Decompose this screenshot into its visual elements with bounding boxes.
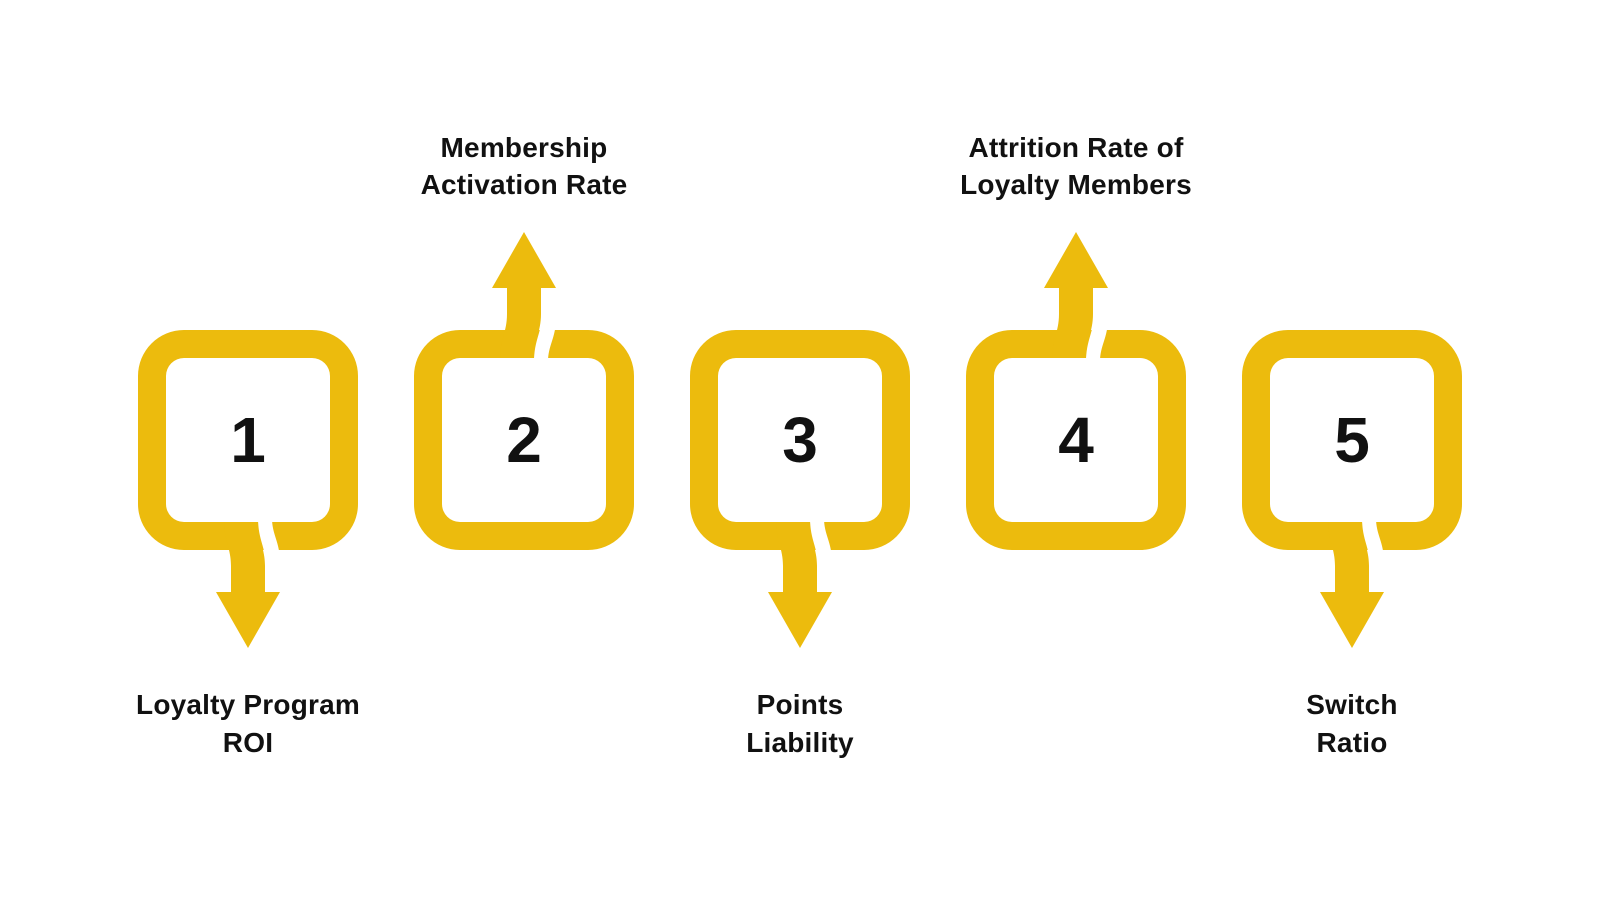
step-2-label: Membership Activation Rate	[364, 100, 684, 230]
step-unit-2: Membership Activation Rate 2	[414, 100, 634, 761]
notch-gap	[1086, 304, 1108, 362]
step-3-top-label-empty	[640, 100, 960, 230]
rounded-frame	[414, 330, 634, 550]
steps-row: 1 Loyalty Program ROI Membership Activat…	[0, 100, 1600, 761]
step-label-line: ROI	[222, 726, 274, 758]
step-label-line: Attrition Rate of	[968, 131, 1184, 163]
step-4-label: Attrition Rate of Loyalty Members	[916, 100, 1236, 230]
step-1-label: Loyalty Program ROI	[88, 686, 408, 761]
arrow-down-icon	[1320, 522, 1384, 648]
step-1-top-label-empty	[88, 100, 408, 230]
rounded-frame	[690, 330, 910, 550]
step-1-frame-arrow-down-graphic	[138, 330, 358, 648]
step-label-line: Loyalty Program	[136, 689, 360, 720]
step-label-line: Liability	[746, 726, 854, 758]
step-label-line: Loyalty Members	[960, 169, 1192, 201]
rounded-frame	[138, 330, 358, 550]
arrow-down-icon	[768, 522, 832, 648]
step-label-line: Membership	[440, 131, 608, 163]
step-3-frame-arrow-down-graphic	[690, 330, 910, 648]
step-unit-1: 1 Loyalty Program ROI	[136, 100, 360, 761]
step-5-top-label-empty	[1192, 100, 1512, 230]
notch-gap	[258, 518, 280, 576]
step-label-line: Points	[756, 689, 844, 720]
step-label-line: Activation Rate	[420, 169, 628, 201]
step-2-frame-arrow-up-graphic	[414, 232, 634, 550]
notch-gap	[810, 518, 832, 576]
rounded-frame	[1242, 330, 1462, 550]
step-4-frame-arrow-up-graphic	[966, 232, 1186, 550]
step-unit-5: 5 Switch Ratio	[1242, 100, 1462, 761]
step-label-line: Ratio	[1316, 726, 1388, 758]
step-3-label: Points Liability	[640, 686, 960, 761]
notch-gap	[534, 304, 556, 362]
notch-gap	[1362, 518, 1384, 576]
step-5-label: Switch Ratio	[1192, 686, 1512, 761]
step-label-line: Switch	[1306, 689, 1398, 720]
arrow-up-icon	[1044, 232, 1108, 358]
rounded-frame	[966, 330, 1186, 550]
arrow-up-icon	[492, 232, 556, 358]
step-5-frame-arrow-down-graphic	[1242, 330, 1462, 648]
arrow-down-icon	[216, 522, 280, 648]
step-unit-3: 3 Points Liability	[690, 100, 910, 761]
step-unit-4: Attrition Rate of Loyalty Members 4	[960, 100, 1192, 761]
